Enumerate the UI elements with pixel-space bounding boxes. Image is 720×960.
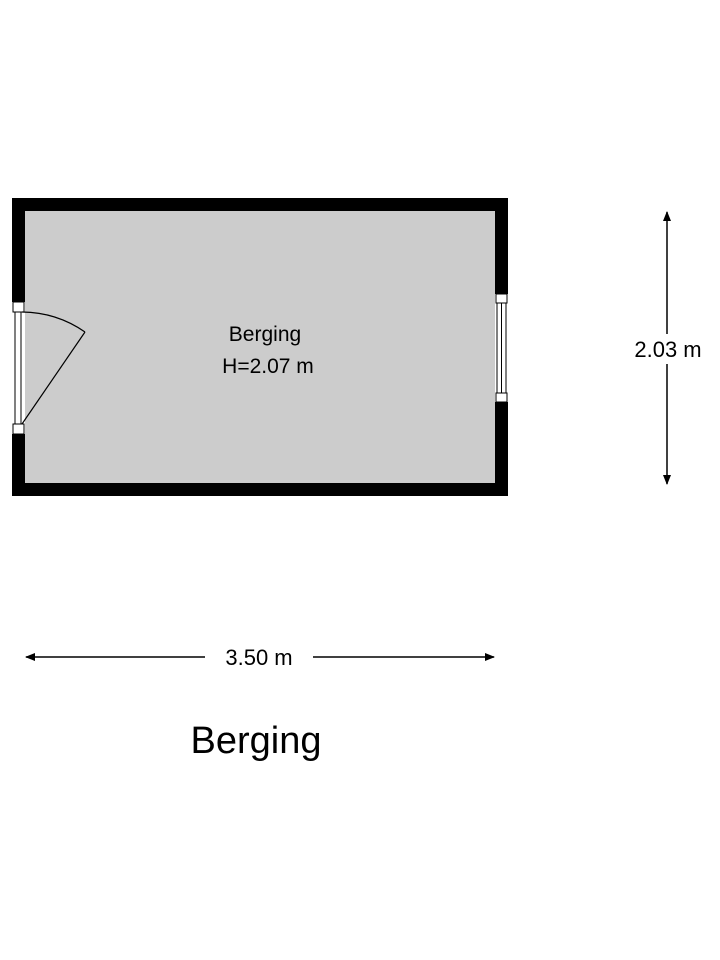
plan-caption: Berging — [191, 720, 322, 762]
depth-label: 2.03 m — [634, 337, 701, 362]
door-swing-icon — [12, 301, 86, 435]
width-label: 3.50 m — [225, 645, 292, 670]
depth-dimension: 2.03 m — [634, 211, 702, 485]
room-height: H=2.07 m — [222, 355, 314, 378]
room-floor — [25, 211, 495, 483]
window-icon — [495, 293, 508, 403]
width-dimension: 3.50 m — [25, 645, 495, 670]
room-name: Berging — [229, 323, 301, 346]
